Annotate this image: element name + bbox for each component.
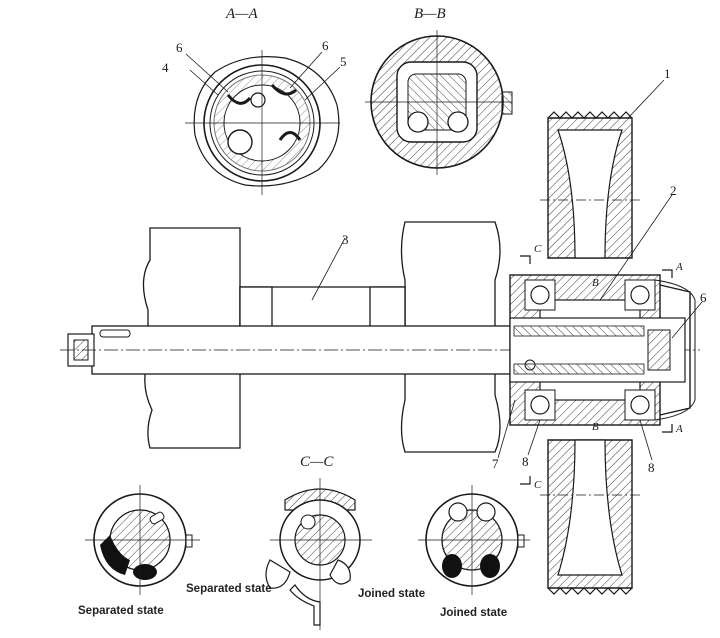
label-1: 1 [664,66,671,81]
label-2: 2 [670,183,677,198]
leader-8-right [639,419,653,461]
leader-2 [599,194,673,301]
c-c-pawl-right [329,559,351,585]
leader-8-left [527,419,541,456]
leader-6-hub [671,301,703,339]
end-cover [659,284,691,416]
detail-right-top-lobe-b [476,502,496,522]
caption-separated-mid: Separated state [186,583,272,595]
label-5: 5 [340,54,347,69]
label-8-right: 8 [648,460,655,475]
detail-left-roller-b [133,564,157,580]
a-a-spring-right [270,83,298,96]
detail-right-roller-a [442,554,462,578]
b-b-roller-right [447,111,469,133]
clutch-hub-part-2: 2 6 [509,183,707,426]
label-8-left: 8 [522,454,529,469]
bearing-upper-right [624,279,656,311]
bearing-ball-ur [630,285,650,305]
detail-left-key [185,534,193,548]
shaft-keyway [99,329,131,338]
b-b-key [501,91,513,115]
section-title-c-c: C—C [300,454,334,470]
cut-label-c-bottom: C [534,479,542,491]
bearing-lower-right [624,389,656,421]
cut-label-b-top: B [592,277,599,289]
bearing-ball-lr [630,395,650,415]
spring-pack [647,329,671,371]
a-a-spring-left [226,94,252,105]
detail-joined-right: Joined state [418,485,530,619]
section-b-b-view: B—B [365,6,513,175]
bearing-ball-ul [530,285,550,305]
section-title-a-a: A—A [225,6,259,22]
a-a-small-pin [250,92,266,108]
label-3: 3 [342,232,349,247]
c-c-pawl-left [265,559,291,589]
crankshaft-part-3: 3 [60,221,700,453]
b-b-roller-left [407,111,429,133]
leader-5 [304,66,341,101]
c-c-pin [300,514,316,530]
a-a-outer-housing [193,56,340,187]
pulley-part-1: 1 [540,66,671,595]
detail-right-top-lobe-a [448,502,468,522]
cut-mark-a-top [662,269,673,278]
detail-right-roller-b [480,554,500,578]
detail-right-key [517,534,525,548]
cut-label-a-top: A [675,261,683,273]
c-c-lever [289,584,321,626]
label-6-hub: 6 [700,290,707,305]
detail-left-roller-a [100,535,130,575]
pulley-lower-web [557,439,623,576]
bearing-ball-ll [530,395,550,415]
leader-4 [189,69,219,96]
a-a-spring-lower [278,131,302,141]
caption-separated-left: Separated state [78,605,164,617]
label-4: 4 [162,60,169,75]
end-cover-outer [654,279,696,421]
pulley-upper-teeth [547,111,633,119]
leader-6-left [185,53,229,93]
cut-label-a-bottom: A [675,423,683,435]
cut-mark-c-top [520,255,531,264]
caption-joined-right: Joined state [440,607,507,619]
section-a-a-view: A—A 6 4 6 5 [162,6,347,195]
bearing-lower-left [524,389,556,421]
label-6-right: 6 [322,38,329,53]
leader-6-right [289,51,323,89]
label-6-left: 6 [176,40,183,55]
label-7: 7 [492,456,499,471]
cut-label-b-bottom: B [592,421,599,433]
detail-left-slot [149,511,165,525]
leader-7 [497,399,516,459]
bearing-upper-left [524,279,556,311]
detail-separated-left: Separated state [78,485,200,617]
caption-joined-mid: Joined state [358,588,425,600]
sleeve-key-lower [513,363,645,375]
section-cut-marks: C C A A B B 7 8 8 [492,243,683,491]
section-c-c-view: C—C Separated state Joined state [186,454,425,630]
sleeve-key-upper [513,325,645,337]
pulley-upper-web [557,129,623,259]
a-a-roller [227,129,253,155]
cut-mark-a-bottom [662,424,673,433]
pin-hole [524,359,536,371]
leader-1 [627,79,665,119]
pulley-lower-teeth [547,587,633,595]
section-title-b-b: B—B [414,6,446,22]
leader-3 [311,237,346,301]
cut-label-c-top: C [534,243,542,255]
cut-mark-c-bottom [520,476,531,485]
